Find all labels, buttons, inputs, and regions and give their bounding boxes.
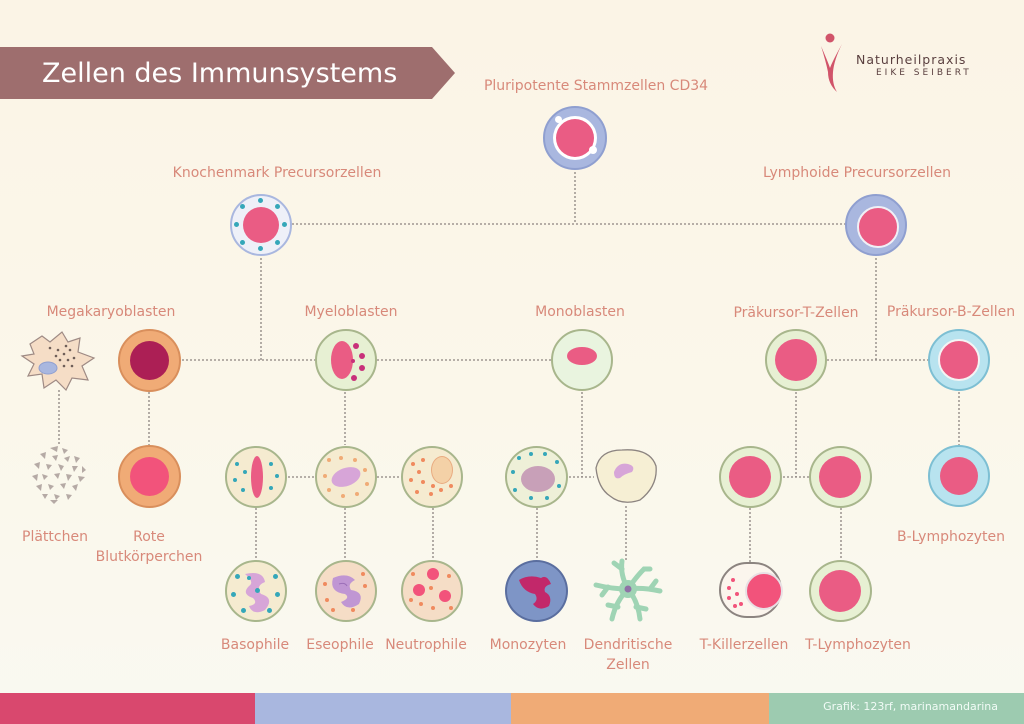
footer-bar-pink	[0, 693, 255, 724]
stem-cell	[543, 106, 607, 170]
footer-bar-blue	[255, 693, 511, 724]
footer-bar-orange	[511, 693, 769, 724]
logo-figure-icon	[821, 33, 842, 92]
image-credit: Grafik: 123rf, marinamandarina	[823, 700, 998, 713]
monocyte-cell	[505, 560, 568, 622]
label-dendritic-line-2: Zellen	[606, 657, 650, 674]
label-red-blood-line-2: Blutkörperchen	[95, 549, 203, 566]
label-dendritic-line-1: Dendritische	[583, 637, 673, 653]
footer-bar-green	[769, 693, 1024, 724]
title-banner	[0, 47, 455, 99]
t-lymphocyte-precursor-cell	[809, 446, 872, 508]
myeloblast-cell	[315, 329, 377, 391]
red-blood-cell	[118, 445, 181, 508]
label-megakaryoblasts: Megakaryoblasten	[46, 304, 176, 320]
label-stem-cells: Pluripotente Stammzellen CD34	[483, 78, 709, 94]
label-red-blood-cells: Rote Blutkörperchen	[96, 527, 203, 568]
monoblast-cell	[551, 329, 613, 391]
label-bone-marrow-precursor: Knochenmark Precursorzellen	[172, 165, 382, 181]
label-monocytes: Monozyten	[489, 637, 567, 653]
t-killer-cell	[719, 562, 783, 618]
label-b-lymphocytes: B-Lymphozyten	[896, 529, 1006, 545]
b-lymphocyte-cell	[928, 445, 990, 507]
eosinophil-cell	[315, 560, 377, 622]
megakaryocyte-cell	[20, 331, 96, 392]
label-t-lymphocytes: T-Lymphozyten	[805, 637, 911, 653]
neutrophil-precursor-cell	[401, 446, 463, 508]
basophil-precursor-cell	[225, 446, 287, 508]
t-lymphocyte-cell	[809, 560, 872, 622]
platelets-icon	[32, 446, 86, 504]
dendritic-precursor-cell	[595, 449, 657, 503]
dendritic-cell	[593, 558, 663, 622]
label-myeloblasts: Myeloblasten	[304, 304, 398, 320]
eosinophil-precursor-cell	[315, 446, 377, 508]
label-monoblasts: Monoblasten	[535, 304, 625, 320]
basophil-cell	[225, 560, 287, 622]
label-pre-t-cells: Präkursor-T-Zellen	[733, 305, 859, 321]
label-lymphoid-precursor: Lymphoide Precursorzellen	[762, 165, 952, 181]
pre-t-cell	[765, 329, 827, 391]
label-t-killer-cells: T-Killerzellen	[699, 637, 789, 653]
logo-subtitle: EIKE SEIBERT	[876, 68, 972, 78]
label-red-blood-line-1: Rote	[133, 529, 165, 545]
label-eosinophils: Eseophile	[306, 637, 374, 653]
megakaryoblast-cell	[118, 329, 181, 392]
label-dendritic-cells: Dendritische Zellen	[584, 635, 673, 676]
neutrophil-cell	[401, 560, 463, 622]
t-killer-precursor-cell	[719, 446, 782, 508]
page-title: Zellen des Immunsystems	[42, 58, 398, 89]
logo-name: Naturheilpraxis	[856, 52, 967, 67]
lymphoid-precursor-cell	[845, 194, 907, 256]
pre-b-cell	[928, 329, 990, 391]
bone-marrow-precursor-cell	[230, 194, 292, 256]
label-neutrophils: Neutrophile	[385, 637, 467, 653]
label-basophils: Basophile	[220, 637, 290, 653]
monocyte-precursor-cell	[505, 446, 568, 508]
label-platelets: Plättchen	[22, 529, 88, 545]
label-pre-b-cells: Präkursor-B-Zellen	[886, 304, 1016, 320]
